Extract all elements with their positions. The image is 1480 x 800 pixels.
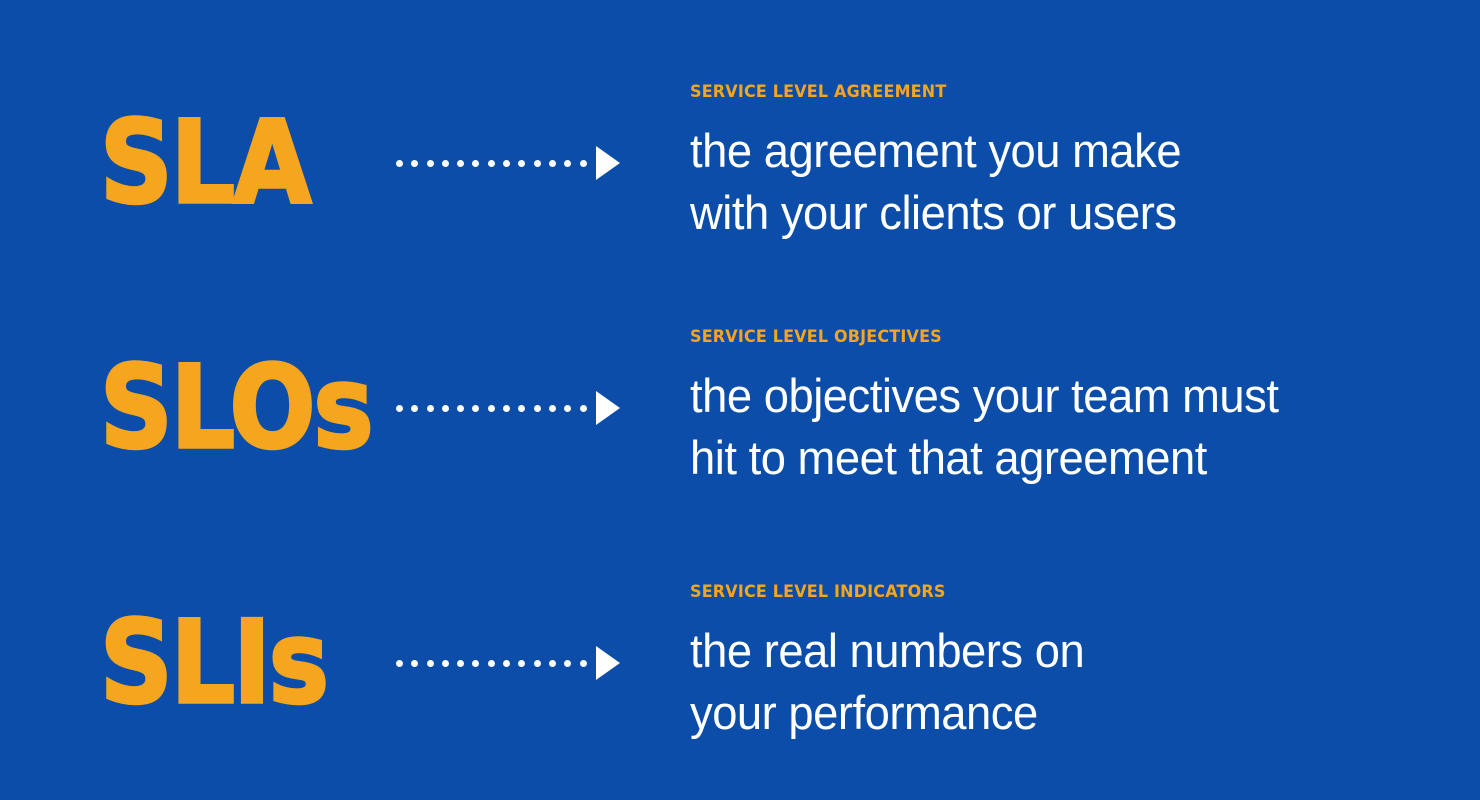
arrow-dot (518, 404, 526, 412)
arrow-dots (396, 159, 587, 167)
arrow-dot (426, 404, 434, 412)
definition-row-sla: SLA (0, 82, 1480, 239)
dotted-arrow-icon (396, 145, 620, 181)
arrow-dot (518, 159, 526, 167)
arrow-dot (472, 659, 480, 667)
description-line: hit to meet that agreement (690, 431, 1207, 484)
arrow-dot (411, 159, 419, 167)
arrow-dot (564, 159, 572, 167)
arrow-dot (472, 159, 480, 167)
description-slis: the real numbers on your performance (690, 620, 1423, 744)
arrow-dots (396, 404, 587, 412)
arrow-dot (533, 659, 541, 667)
description-line: the real numbers on (690, 624, 1085, 677)
arrowhead-icon (595, 391, 620, 425)
arrow-dot (472, 404, 480, 412)
arrow-dot (411, 659, 419, 667)
arrow-container-slos (396, 333, 620, 483)
text-container-slos: SERVICE LEVEL OBJECTIVES the objectives … (690, 327, 1450, 484)
arrow-dot (548, 159, 556, 167)
eyebrow-label-sla: SERVICE LEVEL AGREEMENT (690, 82, 947, 102)
description-line: with your clients or users (690, 186, 1177, 239)
arrow-dot (518, 659, 526, 667)
text-container-sla: SERVICE LEVEL AGREEMENT the agreement yo… (690, 82, 1450, 239)
definition-row-slis: SLIs (0, 582, 1480, 739)
arrow-dot (579, 159, 587, 167)
arrow-dot (441, 659, 449, 667)
arrow-dot (487, 659, 495, 667)
arrow-dot (441, 404, 449, 412)
arrowhead-icon (595, 646, 620, 680)
arrow-dot (457, 159, 465, 167)
arrow-dot (457, 659, 465, 667)
arrow-dot (487, 404, 495, 412)
text-container-slis: SERVICE LEVEL INDICATORS the real number… (690, 582, 1450, 739)
arrow-dot (396, 159, 403, 167)
arrow-dot (564, 404, 572, 412)
arrow-dot (548, 659, 556, 667)
arrow-dots (396, 659, 587, 667)
arrow-container-slis (396, 588, 620, 738)
acronym-slos: SLOs (98, 341, 375, 475)
acronym-slis: SLIs (98, 596, 330, 730)
arrow-dot (411, 404, 419, 412)
arrow-dot (564, 659, 572, 667)
arrow-dot (396, 404, 403, 412)
arrow-dot (426, 659, 434, 667)
eyebrow-label-slis: SERVICE LEVEL INDICATORS (690, 582, 946, 602)
arrow-dot (503, 659, 511, 667)
dotted-arrow-icon (396, 645, 620, 681)
arrow-dot (503, 404, 511, 412)
arrow-dot (426, 159, 434, 167)
dotted-arrow-icon (396, 390, 620, 426)
description-line: the agreement you make (690, 124, 1182, 177)
arrow-dot (548, 404, 556, 412)
description-line: your performance (690, 686, 1038, 739)
arrow-dot (441, 159, 449, 167)
arrow-dot (503, 159, 511, 167)
arrow-dot (487, 159, 495, 167)
arrow-dot (533, 404, 541, 412)
arrow-dot (396, 659, 403, 667)
arrow-container-sla (396, 88, 620, 238)
description-line: the objectives your team must (690, 369, 1279, 422)
eyebrow-label-slos: SERVICE LEVEL OBJECTIVES (690, 327, 942, 347)
arrow-dot (457, 404, 465, 412)
arrow-dot (533, 159, 541, 167)
description-sla: the agreement you make with your clients… (690, 120, 1423, 244)
definition-row-slos: SLOs (0, 327, 1480, 484)
acronym-container-sla: SLA (98, 88, 333, 238)
acronym-sla: SLA (98, 96, 312, 230)
description-slos: the objectives your team must hit to mee… (690, 365, 1423, 489)
arrowhead-icon (595, 146, 620, 180)
arrow-dot (579, 404, 587, 412)
acronym-container-slos: SLOs (98, 333, 402, 483)
acronym-container-slis: SLIs (98, 588, 352, 738)
arrow-dot (579, 659, 587, 667)
